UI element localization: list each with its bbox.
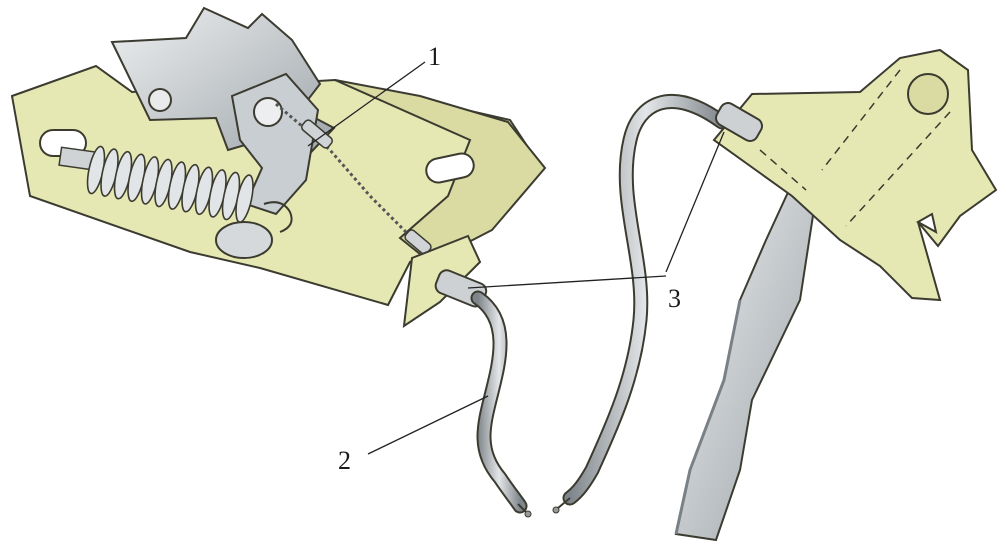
cable-end-left xyxy=(517,503,532,518)
leader-3a xyxy=(467,275,667,289)
lower-pivot xyxy=(215,221,273,259)
hood-lock-assembly xyxy=(10,6,547,329)
hidden-lines xyxy=(759,69,951,227)
release-handle-lever xyxy=(674,186,818,542)
callout-2: 2 xyxy=(338,446,351,475)
return-spring xyxy=(58,145,293,233)
leader-2 xyxy=(367,395,489,455)
spring-coil xyxy=(235,174,254,223)
wire-ferrule xyxy=(301,119,333,149)
bracket-slot xyxy=(425,152,475,184)
cable-end-right xyxy=(552,497,571,514)
leader-3b xyxy=(665,131,725,273)
leader-lines xyxy=(307,61,725,455)
leader-1 xyxy=(307,61,426,147)
lever-pivot xyxy=(253,97,283,127)
cable-sleeve-right xyxy=(715,102,763,142)
callout-3: 3 xyxy=(668,284,681,313)
handle-pivot xyxy=(907,73,949,115)
release-handle-assembly xyxy=(674,48,998,542)
pivot-rivet xyxy=(148,88,172,112)
callout-1: 1 xyxy=(428,42,441,71)
